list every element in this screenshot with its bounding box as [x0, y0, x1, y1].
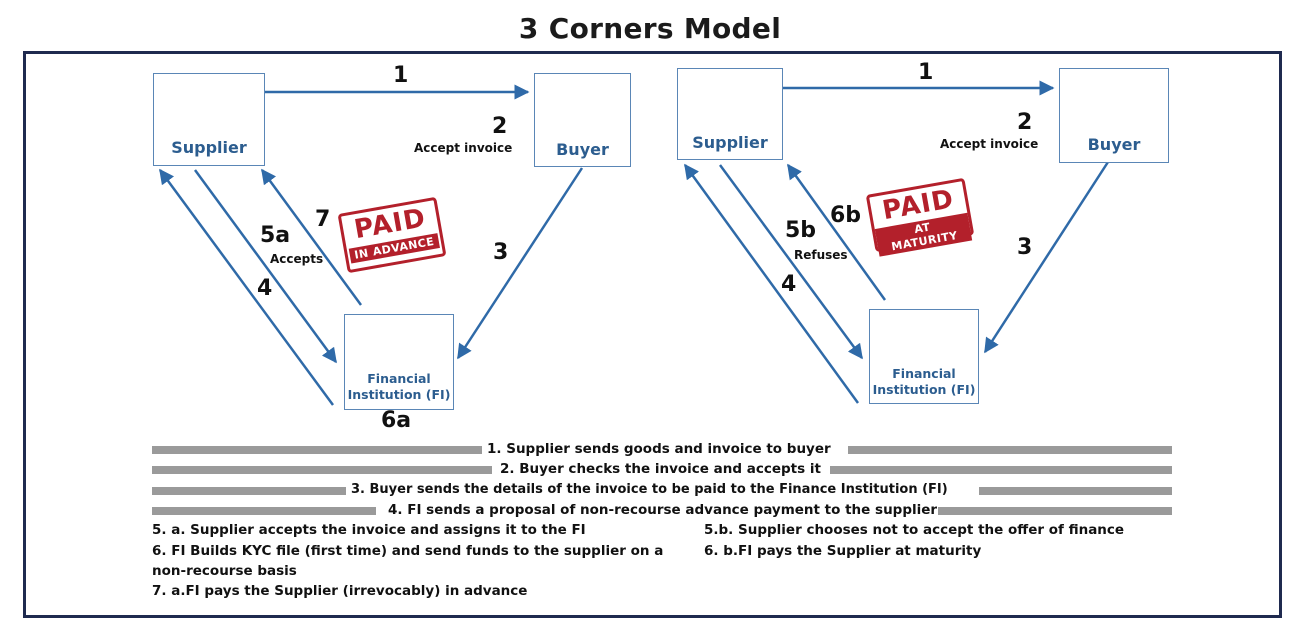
arrow-4-left — [158, 168, 335, 406]
step-3-label: 3 — [493, 240, 509, 265]
step-1-label: 1 — [918, 60, 934, 85]
legend-line-6b: 6. b.FI pays the Supplier at maturity — [704, 543, 982, 559]
arrow-5a-left — [193, 169, 338, 364]
legend-bar — [152, 507, 376, 515]
step-1-label: 1 — [393, 63, 409, 88]
supplier-label: Supplier — [692, 133, 768, 152]
supplier-box-right: Supplier — [677, 68, 783, 160]
step-4-label: 4 — [781, 272, 797, 297]
step-4-label: 4 — [257, 276, 273, 301]
step-6a-label: 6a — [381, 408, 412, 433]
legend-bar — [152, 446, 482, 454]
step-2-label: 2 — [1017, 110, 1033, 135]
step-3-label: 3 — [1017, 235, 1033, 260]
diagram-frame — [23, 51, 1282, 618]
fi-box-left: Financial Institution (FI) — [344, 314, 454, 410]
step-7-label: 7 — [315, 207, 331, 232]
arrow-3-left — [456, 167, 584, 360]
legend-line-6a-2: non-recourse basis — [152, 563, 297, 579]
arrow-3-right — [983, 161, 1110, 354]
refuses-label: Refuses — [794, 248, 848, 262]
arrow-6b-right — [786, 163, 887, 301]
arrow-4-right — [683, 163, 860, 404]
legend-bar — [979, 487, 1172, 495]
legend-bar — [152, 466, 492, 474]
fi-box-right: Financial Institution (FI) — [869, 309, 979, 404]
legend-line-1: 1. Supplier sends goods and invoice to b… — [487, 441, 831, 457]
buyer-box-left: Buyer — [534, 73, 631, 167]
legend-bar — [848, 446, 1172, 454]
fi-label-line1: Financial — [892, 366, 956, 381]
fi-label-line2: Institution (FI) — [347, 387, 451, 402]
buyer-label: Buyer — [556, 140, 609, 159]
buyer-box-right: Buyer — [1059, 68, 1169, 163]
step-5b-label: 5b — [785, 218, 817, 243]
fi-label-line2: Institution (FI) — [872, 382, 976, 397]
step-2-label: 2 — [492, 114, 508, 139]
accept-invoice-label: Accept invoice — [414, 141, 513, 155]
legend-line-5b: 5.b. Supplier chooses not to accept the … — [704, 522, 1125, 538]
supplier-box-left: Supplier — [153, 73, 265, 166]
legend-line-4: 4. FI sends a proposal of non-recourse a… — [388, 502, 938, 518]
fi-label-line1: Financial — [367, 371, 431, 386]
page-title: 3 Corners Model — [518, 12, 782, 45]
accepts-label: Accepts — [270, 252, 324, 266]
arrow-5b-right — [718, 164, 864, 360]
legend-bar — [152, 487, 346, 495]
legend-line-6a-1: 6. FI Builds KYC file (first time) and s… — [152, 543, 664, 559]
legend-bar — [938, 507, 1172, 515]
legend-line-3: 3. Buyer sends the details of the invoic… — [351, 482, 948, 497]
legend-line-5a: 5. a. Supplier accepts the invoice and a… — [152, 522, 586, 538]
step-6b-label: 6b — [830, 203, 862, 228]
legend-bar — [830, 466, 1172, 474]
legend-line-7a: 7. a.FI pays the Supplier (irrevocably) … — [152, 583, 528, 599]
supplier-label: Supplier — [171, 138, 247, 157]
buyer-label: Buyer — [1087, 135, 1141, 154]
step-5a-label: 5a — [260, 223, 291, 248]
arrow-7-left — [260, 168, 363, 306]
legend-line-2: 2. Buyer checks the invoice and accepts … — [500, 461, 821, 477]
accept-invoice-label: Accept invoice — [940, 137, 1039, 151]
